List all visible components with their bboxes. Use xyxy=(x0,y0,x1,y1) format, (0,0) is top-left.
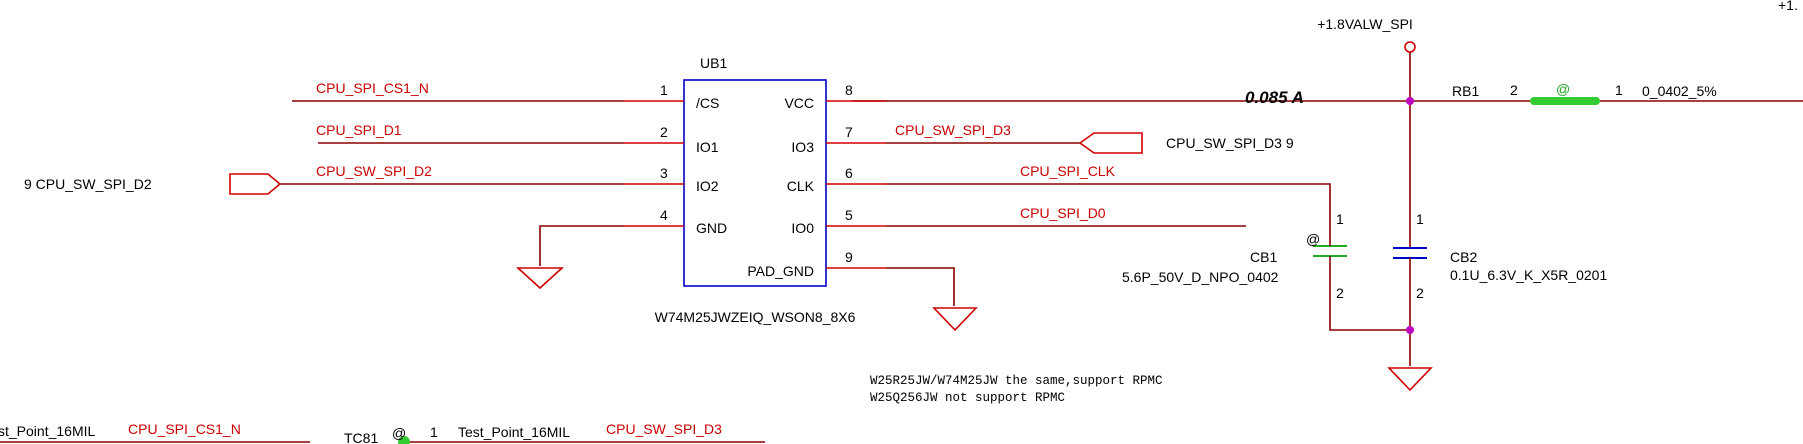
cb1-pin2: 2 xyxy=(1336,285,1344,301)
cb1-bottom-lead xyxy=(1329,256,1410,331)
offpage-connector-right xyxy=(1078,132,1143,154)
gnd-symbol-caps xyxy=(1387,367,1433,392)
current-annotation: 0.085 A xyxy=(1245,88,1304,107)
pin-name-io1: IO1 xyxy=(696,139,719,155)
vcc-power-label: +1.8VALW_SPI xyxy=(1317,16,1413,32)
cb2-pin1: 1 xyxy=(1416,211,1424,227)
chip-body xyxy=(683,79,827,287)
rb1-pin1: 1 xyxy=(1615,82,1623,98)
note-line-1: W25R25JW/W74M25JW the same,support RPMC xyxy=(870,374,1163,388)
net-sw-d3-label: CPU_SW_SPI_D3 xyxy=(895,122,1011,138)
chip-ref: UB1 xyxy=(700,55,727,71)
junction-gnd xyxy=(1406,326,1414,334)
testpoint-right-net: CPU_SW_SPI_D3 xyxy=(606,421,722,437)
cb1-pin1: 1 xyxy=(1336,211,1344,227)
pin-num-3: 3 xyxy=(660,165,668,181)
cb1-value: 5.6P_50V_D_NPO_0402 xyxy=(1122,269,1279,285)
corner-power-label: +1. xyxy=(1778,0,1798,13)
testpoint-dot xyxy=(398,436,410,444)
vcc-power-symbol xyxy=(1404,41,1416,53)
junction-vcc xyxy=(1406,97,1414,105)
cb2-value: 0.1U_6.3V_K_X5R_0201 xyxy=(1450,267,1607,283)
testpoint-right-label: Test_Point_16MIL xyxy=(458,424,570,440)
net-clk-label: CPU_SPI_CLK xyxy=(1020,163,1116,179)
pin-num-6: 6 xyxy=(845,165,853,181)
net-cs1-label: CPU_SPI_CS1_N xyxy=(316,80,429,96)
pin-num-4: 4 xyxy=(660,207,668,223)
cb1-ref: CB1 xyxy=(1250,249,1277,265)
cb1-mark: @ xyxy=(1306,231,1320,247)
pin-name-pad-gnd: PAD_GND xyxy=(747,263,814,279)
pin-name-io3: IO3 xyxy=(791,139,814,155)
pin-num-1: 1 xyxy=(660,82,668,98)
pin-name-vcc: VCC xyxy=(784,95,814,111)
pin-name-io0: IO0 xyxy=(791,220,814,236)
rb1-mark: @ xyxy=(1556,81,1570,97)
pin-name-io2: IO2 xyxy=(696,178,719,194)
clk-wire xyxy=(886,183,1331,235)
pin-num-9: 9 xyxy=(845,249,853,265)
pin-num-2: 2 xyxy=(660,124,668,140)
offpage-left-label: 9 CPU_SW_SPI_D2 xyxy=(24,176,152,192)
rb1-body xyxy=(1530,97,1600,105)
gnd-symbol-left xyxy=(515,267,565,290)
testpoint-pin: 1 xyxy=(430,424,438,440)
rb1-ref: RB1 xyxy=(1452,83,1479,99)
pin-stubs xyxy=(624,100,886,269)
pad-gnd-wire xyxy=(886,267,955,306)
pin-num-5: 5 xyxy=(845,207,853,223)
pin-num-7: 7 xyxy=(845,124,853,140)
pin-name-clk: CLK xyxy=(787,178,815,194)
testpoint-ref: TC81 xyxy=(344,430,378,444)
net-d1-label: CPU_SPI_D1 xyxy=(316,122,402,138)
testpoint-left-net: CPU_SPI_CS1_N xyxy=(128,421,241,437)
chip-part-number: W74M25JWZEIQ_WSON8_8X6 xyxy=(655,309,856,325)
testpoint-left-label: st_Point_16MIL xyxy=(0,423,95,439)
offpage-connector-left xyxy=(229,173,282,195)
rb1-value: 0_0402_5% xyxy=(1642,83,1717,99)
rb1-pin2: 2 xyxy=(1510,82,1518,98)
offpage-right-label: CPU_SW_SPI_D3 9 xyxy=(1166,135,1294,151)
cb2-pin2: 2 xyxy=(1416,285,1424,301)
net-sw-d2-label: CPU_SW_SPI_D2 xyxy=(316,163,432,179)
gnd-symbol-pad xyxy=(932,307,978,332)
pin-name-gnd: GND xyxy=(696,220,727,236)
cb2-ref: CB2 xyxy=(1450,249,1477,265)
pin-name-cs: /CS xyxy=(696,95,719,111)
gnd-left-wire xyxy=(539,225,624,266)
testpoint-mark: @ xyxy=(392,425,406,441)
net-d0-label: CPU_SPI_D0 xyxy=(1020,205,1106,221)
pin-num-8: 8 xyxy=(845,82,853,98)
note-line-2: W25Q256JW not support RPMC xyxy=(870,391,1065,405)
